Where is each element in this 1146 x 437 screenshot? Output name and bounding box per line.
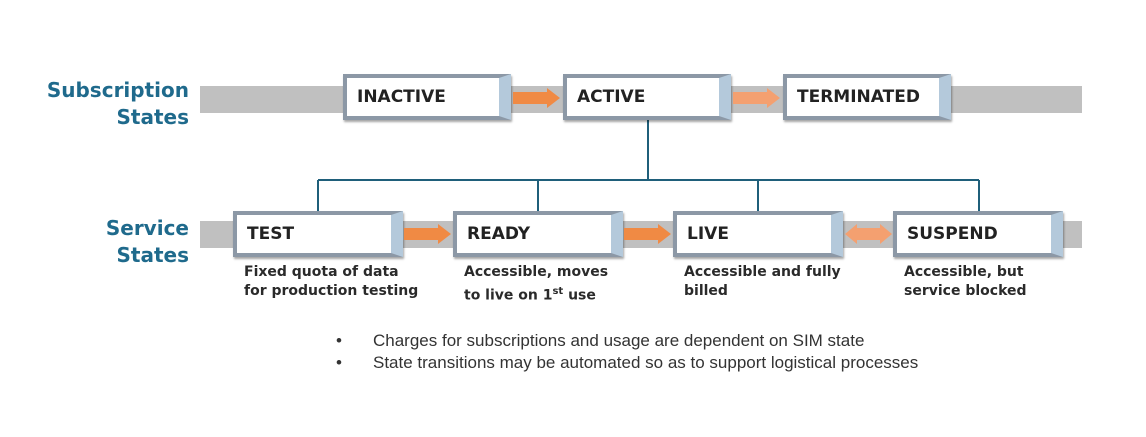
arrow-active-to-terminated (733, 88, 780, 108)
notes-list: • Charges for subscriptions and usage are… (336, 330, 918, 374)
live-desc-line2: billed (684, 283, 728, 299)
state-live-label: LIVE (687, 224, 729, 244)
arrow-ready-to-live (624, 224, 671, 244)
state-active-label: ACTIVE (577, 87, 646, 107)
test-description: Fixed quota of data for production testi… (244, 263, 418, 301)
bullet-icon: • (336, 353, 342, 372)
bullet-icon: • (336, 331, 342, 350)
arrow-inactive-to-active (513, 88, 560, 108)
service-label-line1: Service (105, 216, 189, 240)
ready-desc-line2-pre: to live on 1 (464, 287, 553, 304)
ready-desc-line2-sup: st (552, 286, 564, 297)
test-desc-line2: for production testing (244, 283, 419, 299)
bullet-text-1: Charges for subscriptions and usage are … (373, 331, 865, 350)
live-description: Accessible and fully billed (684, 263, 841, 301)
ready-description: Accessible, moves to live on 1st use (464, 263, 608, 306)
state-terminated: TERMINATED (783, 74, 951, 120)
subscription-label-line1: Subscription (46, 78, 189, 102)
state-suspend: SUSPEND (893, 211, 1063, 257)
service-label-line2: States (116, 243, 190, 267)
service-states-label: Service States (40, 215, 189, 269)
ready-desc-line1: Accessible, moves (464, 264, 609, 280)
state-inactive: INACTIVE (343, 74, 511, 120)
state-live: LIVE (673, 211, 843, 257)
state-ready: READY (453, 211, 623, 257)
suspend-description: Accessible, but service blocked (904, 263, 1027, 301)
arrow-test-to-ready (404, 224, 451, 244)
suspend-desc-line1: Accessible, but (904, 264, 1024, 280)
state-terminated-label: TERMINATED (797, 87, 920, 107)
subscription-states-label: Subscription States (40, 77, 189, 131)
state-test-label: TEST (247, 224, 295, 244)
state-suspend-label: SUSPEND (907, 224, 998, 244)
state-inactive-label: INACTIVE (357, 87, 446, 107)
list-item: • Charges for subscriptions and usage are… (336, 330, 918, 352)
state-active: ACTIVE (563, 74, 731, 120)
bullet-text-2: State transitions may be automated so as… (373, 353, 919, 372)
arrow-live-suspend-bidirectional (845, 224, 892, 244)
live-desc-line1: Accessible and fully (684, 264, 841, 280)
state-test: TEST (233, 211, 403, 257)
ready-desc-line2-post: use (563, 287, 596, 304)
list-item: • State transitions may be automated so a… (336, 352, 918, 374)
subscription-label-line2: States (116, 105, 190, 129)
state-ready-label: READY (467, 224, 531, 244)
suspend-desc-line2: service blocked (904, 283, 1027, 299)
test-desc-line1: Fixed quota of data (244, 264, 399, 280)
ready-desc-line2: to live on 1st use (464, 282, 608, 306)
